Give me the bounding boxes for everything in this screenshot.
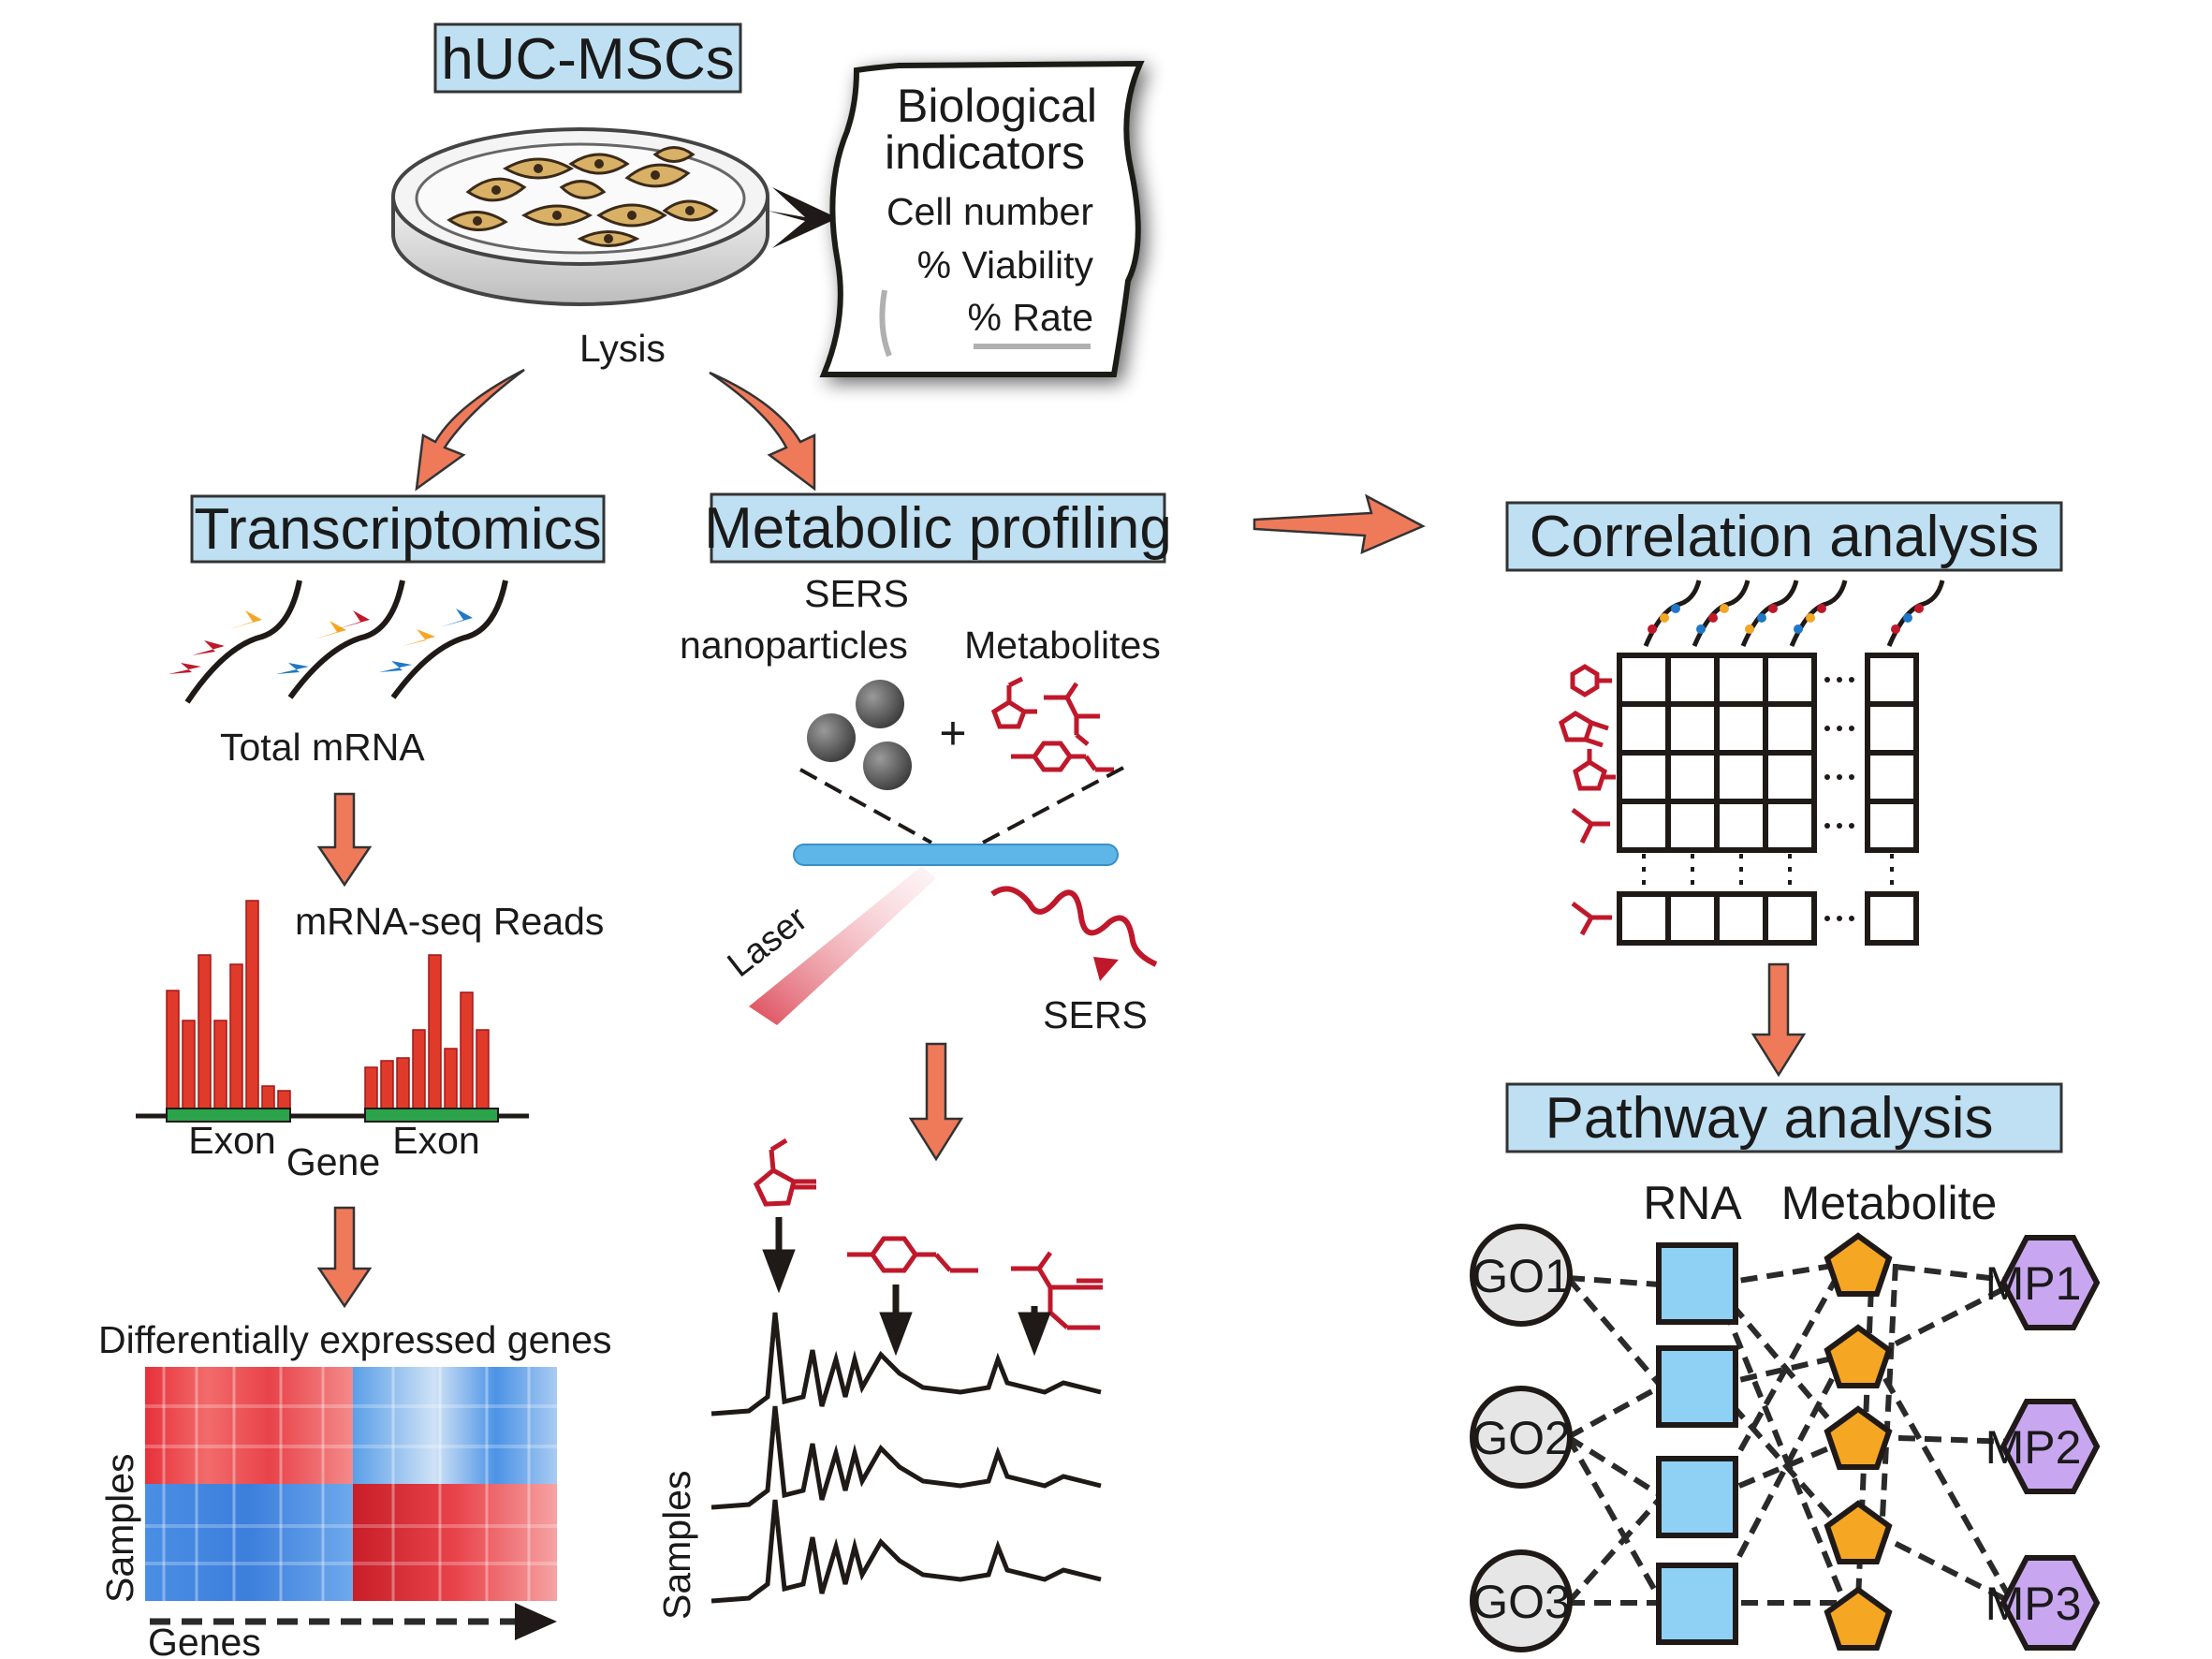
indicator-item: % Viability bbox=[917, 243, 1094, 286]
heatmap-samples-label: Samples bbox=[98, 1453, 141, 1603]
plus-sign: + bbox=[939, 707, 966, 759]
mrna-seq-reads-label: mRNA-seq Reads bbox=[295, 900, 604, 943]
heatmap-genes-label: Genes bbox=[148, 1621, 261, 1659]
mrna-column-tags bbox=[1648, 604, 1924, 634]
exon-2 bbox=[364, 1108, 499, 1123]
gene-label: Gene bbox=[286, 1140, 380, 1183]
peak-molecule-2 bbox=[847, 1236, 978, 1273]
rna-column-label: RNA bbox=[1643, 1177, 1742, 1229]
spectra-samples-label: Samples bbox=[655, 1470, 698, 1620]
correlation-section: Correlation analysis bbox=[1505, 501, 2063, 1078]
arrow-to-correlation bbox=[1252, 493, 1426, 555]
rna-nodes bbox=[1656, 1242, 1738, 1645]
go2-label: GO2 bbox=[1472, 1412, 1571, 1464]
metabolite-column-label: Metabolite bbox=[1781, 1177, 1998, 1229]
pathway-title: Pathway analysis bbox=[1545, 1086, 1993, 1151]
mrna-column-icons bbox=[1643, 580, 1945, 647]
sers-spectra bbox=[710, 1312, 1102, 1604]
rna-node bbox=[1656, 1563, 1738, 1645]
mp2-node bbox=[2000, 1399, 2101, 1494]
peak-arrows bbox=[762, 1217, 1051, 1357]
transcriptomics-title: Transcriptomics bbox=[194, 497, 601, 562]
total-mrna-label: Total mRNA bbox=[220, 726, 425, 769]
exon-label-1: Exon bbox=[188, 1119, 275, 1162]
sers-np-label-2: nanoparticles bbox=[680, 624, 908, 667]
arrow-to-indicators bbox=[768, 187, 838, 248]
petri-dish-icon bbox=[391, 127, 769, 306]
metabolic-section: Metabolic profiling SERS nanoparticles M… bbox=[655, 492, 1172, 1620]
biological-indicators-card bbox=[819, 60, 1145, 377]
mp-nodes: MP1 MP2 MP3 bbox=[1985, 1235, 2101, 1651]
transcriptomics-box bbox=[190, 494, 606, 564]
go3-label: GO3 bbox=[1472, 1576, 1571, 1628]
huc-mscs-box bbox=[433, 22, 742, 94]
mp3-label: MP3 bbox=[1985, 1578, 2082, 1630]
indicators-title-2: indicators bbox=[885, 126, 1085, 179]
metabolite-node bbox=[1824, 1405, 1893, 1470]
peak-molecule-3 bbox=[1011, 1251, 1103, 1330]
mp3-node bbox=[2000, 1555, 2101, 1651]
arrow-down-4 bbox=[1751, 962, 1807, 1078]
incident-line bbox=[799, 768, 932, 844]
read-bars bbox=[166, 900, 490, 1111]
go3-node bbox=[1470, 1549, 1573, 1652]
mp1-label: MP1 bbox=[1985, 1257, 2082, 1310]
pathway-section: Pathway analysis RNA Metabolite bbox=[1470, 1082, 2101, 1652]
huc-mscs-title: hUC-MSCs bbox=[441, 27, 734, 92]
heatmap bbox=[145, 1367, 557, 1601]
metabolite-node bbox=[1824, 1500, 1893, 1564]
pathway-edges bbox=[1565, 1261, 2015, 1606]
sers-np-label-1: SERS bbox=[804, 572, 909, 615]
rna-node bbox=[1656, 1456, 1738, 1538]
go1-label: GO1 bbox=[1472, 1250, 1571, 1302]
deg-label: Differentially expressed genes bbox=[98, 1318, 612, 1361]
metabolites-label: Metabolites bbox=[964, 624, 1161, 667]
exon-label-2: Exon bbox=[392, 1119, 479, 1162]
go-nodes: GO1 GO2 GO3 bbox=[1470, 1224, 1573, 1652]
transcriptomics-section: Transcriptomics Total mRNA mRNA-seq Read… bbox=[98, 494, 612, 1659]
pathway-box bbox=[1505, 1082, 2063, 1153]
exon-1 bbox=[166, 1108, 291, 1123]
arrow-to-metabolic bbox=[709, 371, 816, 492]
metabolic-title: Metabolic profiling bbox=[704, 496, 1172, 561]
lysis-label: Lysis bbox=[579, 327, 666, 370]
metabolite-nodes bbox=[1824, 1232, 1893, 1651]
rna-node bbox=[1656, 1242, 1738, 1325]
arrow-down-1 bbox=[316, 792, 373, 888]
sers-label: SERS bbox=[1043, 993, 1148, 1036]
nanoparticles-icon bbox=[807, 680, 912, 790]
correlation-box bbox=[1505, 501, 2063, 572]
go2-node bbox=[1470, 1386, 1573, 1489]
peak-molecule-1 bbox=[753, 1138, 816, 1207]
correlation-matrix bbox=[1617, 653, 1919, 946]
rna-node bbox=[1656, 1345, 1738, 1428]
sers-wave bbox=[990, 886, 1158, 967]
metabolite-node bbox=[1824, 1586, 1893, 1651]
indicators-title-1: Biological bbox=[897, 80, 1097, 132]
correlation-title: Correlation analysis bbox=[1530, 505, 2039, 569]
metabolite-node bbox=[1824, 1324, 1893, 1388]
paper-mark bbox=[879, 289, 892, 358]
scatter-line bbox=[982, 766, 1124, 844]
indicator-item: % Rate bbox=[968, 296, 1093, 339]
mp2-label: MP2 bbox=[1985, 1421, 2082, 1474]
arrow-down-3 bbox=[908, 1042, 964, 1162]
metabolite-molecules-icon bbox=[990, 676, 1114, 772]
top-section: hUC-MSCs bbox=[391, 22, 1145, 492]
mp1-node bbox=[2000, 1235, 2101, 1330]
go1-node bbox=[1470, 1224, 1573, 1327]
mrna-strands-icon bbox=[168, 580, 508, 704]
metabolic-box bbox=[710, 492, 1166, 564]
sers-wave-head bbox=[1093, 957, 1119, 981]
arrow-to-transcriptomics bbox=[415, 368, 525, 492]
metabolite-row-icons bbox=[1559, 664, 1616, 936]
genes-arrowhead bbox=[515, 1603, 557, 1640]
indicator-item: Cell number bbox=[886, 190, 1093, 233]
arrow-down-2 bbox=[316, 1206, 373, 1309]
laser-beam bbox=[749, 866, 936, 1025]
metabolite-node bbox=[1824, 1232, 1893, 1297]
sers-substrate bbox=[793, 844, 1119, 866]
